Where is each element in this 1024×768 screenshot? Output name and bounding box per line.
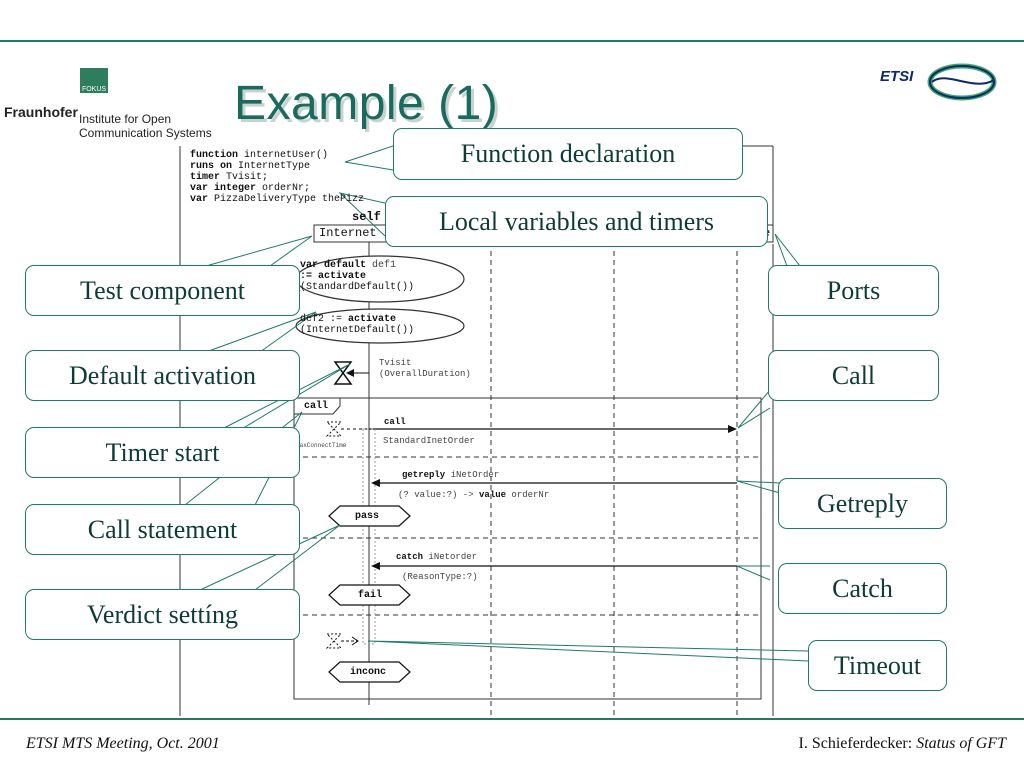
fokus-grid-icon — [80, 68, 108, 90]
bottom-rule — [0, 718, 1024, 720]
verdict-inconc-label: inconc — [350, 667, 387, 678]
self-label: self — [352, 210, 381, 224]
getreply-message-label: getreply iNetOrder — [402, 470, 500, 480]
fraunhofer-brand: Fraunhofer — [4, 104, 78, 120]
callout-catch: Catch — [778, 563, 947, 614]
catch-param: (ReasonType:?) — [402, 572, 478, 582]
callout-test-component: Test component — [25, 265, 300, 316]
callout-getreply: Getreply — [778, 478, 947, 529]
fokus-label: FOKUS — [80, 86, 108, 93]
timer-start-icon — [333, 361, 353, 385]
verdict-fail-shape — [328, 584, 411, 606]
callout-ports: Ports — [768, 265, 939, 316]
call-message-arg: StandardInetOrder — [383, 436, 475, 446]
getreply-param: (? value:?) -> value orderNr — [398, 490, 550, 500]
callout-function-declaration: Function declaration — [393, 128, 743, 180]
institute-name: Institute for Open Communication Systems — [79, 112, 212, 140]
default1-text: var default def1 := activate (StandardDe… — [300, 260, 415, 293]
verdict-fail-label: fail — [358, 590, 383, 601]
call-message-label: call — [384, 417, 406, 427]
footer-left: ETSI MTS Meeting, Oct. 2001 — [26, 735, 220, 752]
catch-message-label: catch iNetorder — [396, 552, 478, 562]
call-frame — [293, 397, 762, 700]
callout-timeout: Timeout — [808, 640, 947, 691]
footer-right: I. Schieferdecker: Status of GFT — [798, 735, 1006, 752]
callout-timer-start: Timer start — [25, 427, 300, 478]
test-component-label: Internet — [319, 226, 377, 240]
callout-local-variables: Local variables and timers — [385, 196, 768, 247]
verdict-pass-shape — [328, 505, 411, 527]
timer-label: Tvisit (OverallDuration) — [379, 358, 471, 379]
callout-call: Call — [768, 350, 939, 401]
etsi-wordmark: ETSI — [880, 68, 914, 85]
etsi-swirl-icon — [927, 63, 997, 101]
callout-verdict-setting: Verdict settíng — [25, 589, 300, 640]
callout-call-statement: Call statement — [25, 504, 300, 555]
max-connect-timer-icon — [325, 421, 343, 437]
call-frame-tag: call — [304, 401, 329, 412]
default2-text: def2 := activate (InternetDefault()) — [300, 314, 415, 336]
top-rule — [0, 40, 1024, 42]
function-declaration-code: function internetUser() runs on Internet… — [190, 150, 365, 205]
callout-default-activation: Default activation — [25, 350, 300, 401]
timeout-icon — [325, 633, 343, 649]
slide-title: Example (1) — [234, 77, 499, 130]
max-connect-time-label: maxConnectTime — [296, 442, 347, 449]
verdict-pass-label: pass — [355, 511, 380, 522]
verdict-inconc-shape — [328, 661, 411, 683]
